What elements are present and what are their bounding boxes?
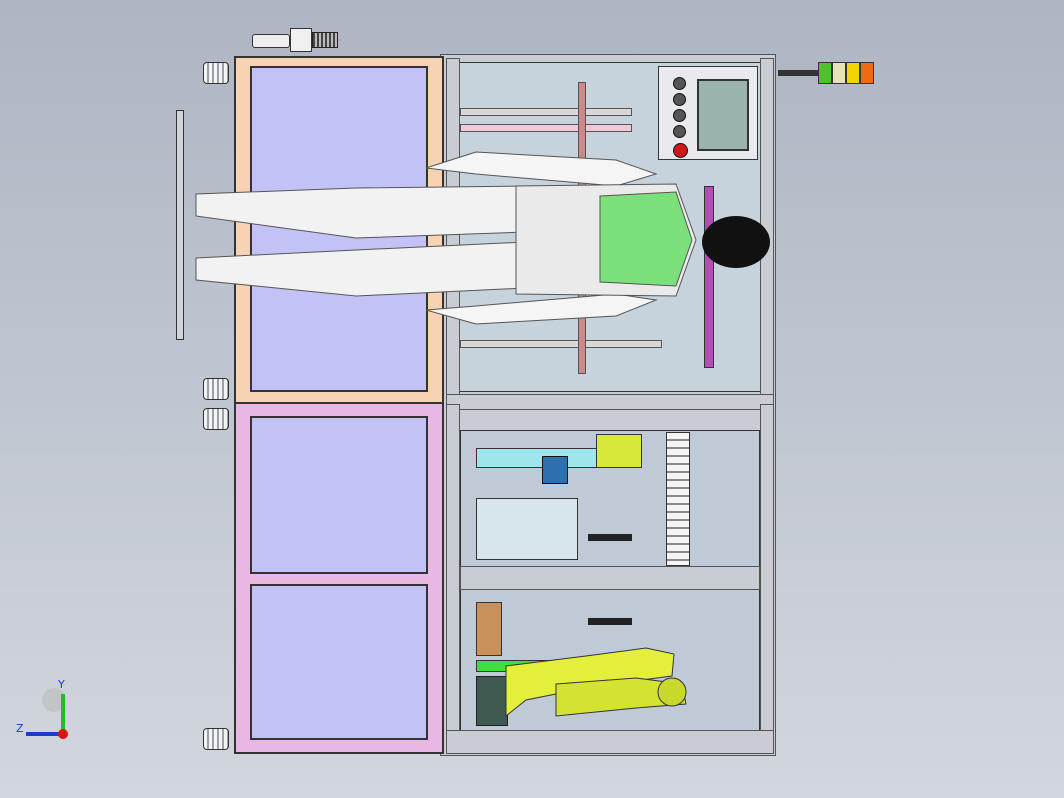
upper-fixture-rail-a (460, 108, 632, 116)
hmi-touchscreen[interactable] (697, 79, 749, 151)
operator-leg-lower (195, 241, 527, 297)
brown-block (476, 602, 502, 656)
upper-fixture-rail-b (460, 124, 632, 132)
standing-plate (176, 110, 184, 340)
upper-fixture-rail-c (460, 340, 662, 348)
lower-cell-rail-middle (460, 566, 760, 590)
left-blue-panel-middle (250, 416, 428, 574)
hmi-button-3[interactable] (673, 109, 686, 122)
robot-forearm (555, 677, 687, 717)
z-axis-label: Z (16, 722, 24, 735)
tower-light-orange (860, 62, 874, 84)
lower-cell-rail-left (446, 404, 460, 754)
cyan-guide-rail (476, 448, 598, 468)
lower-cell-rail-right (760, 404, 774, 754)
black-sensor-bar-2 (588, 618, 632, 625)
pneumatic-slide (476, 498, 578, 560)
operator-arm-lower (425, 293, 658, 325)
estop-button[interactable] (673, 143, 688, 158)
tower-light-green (818, 62, 832, 84)
cable-carrier (666, 432, 690, 566)
signal-tower (778, 62, 886, 84)
black-sensor-bar-1 (588, 534, 632, 541)
blue-motor (542, 456, 568, 484)
operator-head (702, 216, 770, 268)
hmi-button-1[interactable] (673, 77, 686, 90)
operator-figure (195, 151, 770, 325)
robot-base (476, 676, 508, 726)
y-axis-label: Y (58, 678, 65, 691)
y-axis-arrow (61, 694, 65, 734)
air-fitting-4 (203, 728, 229, 750)
tower-light-white (832, 62, 846, 84)
purple-strip (704, 186, 714, 368)
hmi-button-2[interactable] (673, 93, 686, 106)
lower-cell-rail-bottom (446, 730, 774, 754)
air-fitting-1 (203, 62, 229, 84)
middle-divider-rail (446, 394, 774, 410)
air-fitting-2 (203, 378, 229, 400)
axis-triad: Y Z (14, 676, 84, 746)
operator-leg-upper (195, 185, 527, 239)
robot-arm (505, 647, 687, 718)
air-fitting-3 (203, 408, 229, 430)
z-axis-arrow (26, 732, 64, 736)
air-regulator (252, 28, 338, 52)
hmi-button-4[interactable] (673, 125, 686, 138)
hmi-control-panel[interactable] (658, 66, 758, 160)
robot-joint (657, 677, 687, 707)
left-blue-panel-bottom (250, 584, 428, 740)
yellow-gripper (596, 434, 642, 468)
operator-arm-upper (425, 151, 658, 187)
tower-light-yellow (846, 62, 860, 84)
origin-dot (58, 729, 68, 739)
operator-shirt (599, 191, 693, 287)
